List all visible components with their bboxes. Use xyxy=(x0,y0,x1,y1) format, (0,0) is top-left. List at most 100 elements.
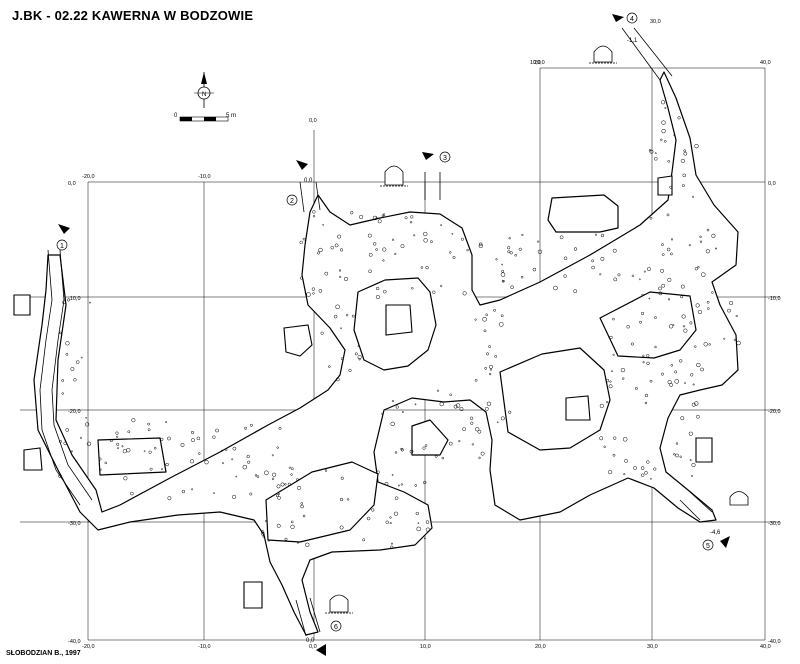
profile-icon xyxy=(380,165,408,187)
debris-dot xyxy=(677,116,681,120)
x-label-bottom: 10,0 xyxy=(420,644,431,650)
debris-dot xyxy=(312,215,316,218)
debris-dot xyxy=(350,211,354,215)
debris-dot xyxy=(600,233,605,238)
debris-dot xyxy=(680,416,685,421)
debris-dot xyxy=(318,247,323,253)
debris-dot xyxy=(196,436,201,441)
y-label-left: -10,0 xyxy=(68,296,81,302)
debris-dot xyxy=(466,248,469,252)
debris-dot xyxy=(622,437,628,442)
debris-dot xyxy=(300,502,304,505)
debris-dot xyxy=(664,106,667,109)
debris-dot xyxy=(488,372,492,376)
debris-dot xyxy=(501,263,504,266)
debris-dot xyxy=(148,450,152,454)
debris-dot xyxy=(661,120,666,125)
debris-dot xyxy=(696,414,700,419)
debris-dot xyxy=(644,471,648,475)
debris-dot xyxy=(660,138,663,141)
debris-dot xyxy=(501,269,505,273)
debris-dot xyxy=(317,251,320,255)
entrance-depth: -4,6 xyxy=(710,530,721,536)
pillar-island xyxy=(411,419,449,456)
debris-dot xyxy=(668,324,674,329)
debris-dot xyxy=(339,525,344,530)
entrance-number: 2 xyxy=(290,198,294,205)
debris-dot xyxy=(358,358,361,361)
debris-dot xyxy=(242,464,248,470)
debris-dot xyxy=(640,311,645,315)
debris-dot xyxy=(290,524,295,529)
debris-dot xyxy=(368,269,372,274)
debris-dot xyxy=(458,440,461,443)
debris-dot xyxy=(320,331,324,335)
map-title: J.BK - 02.22 KAWERNA W BODZOWIE xyxy=(12,8,254,23)
debris-dot xyxy=(509,251,513,255)
debris-dot xyxy=(390,421,395,427)
debris-dot xyxy=(507,250,511,254)
debris-dot xyxy=(335,304,340,310)
debris-dot xyxy=(394,496,399,500)
debris-dot xyxy=(630,342,634,346)
debris-dot xyxy=(287,482,291,486)
debris-dot xyxy=(611,370,613,373)
y-label-right: -40,0 xyxy=(768,639,781,645)
debris-dot xyxy=(409,221,413,224)
debris-dot xyxy=(328,365,331,368)
debris-dot xyxy=(395,405,399,409)
entrance-2: 2 0,0 xyxy=(286,160,313,206)
debris-dot xyxy=(706,228,710,232)
debris-dot xyxy=(284,483,287,486)
debris-dot xyxy=(646,460,650,464)
debris-dot xyxy=(123,476,128,481)
debris-dot xyxy=(723,337,726,340)
debris-dot xyxy=(391,474,394,476)
debris-dot xyxy=(160,437,164,441)
debris-dot xyxy=(354,352,358,356)
debris-dot xyxy=(573,247,578,251)
debris-dot xyxy=(375,248,378,251)
debris-dot xyxy=(371,508,375,512)
x-label-top: -20,0 xyxy=(82,174,95,180)
debris-dot xyxy=(640,466,645,470)
debris-dot xyxy=(70,367,75,371)
debris-dot xyxy=(249,423,253,427)
debris-dot xyxy=(661,372,664,376)
debris-dot xyxy=(153,446,157,450)
debris-dot xyxy=(384,481,389,486)
debris-dot xyxy=(642,354,645,357)
debris-dot xyxy=(729,300,734,306)
debris-dot xyxy=(672,324,675,327)
debris-dot xyxy=(692,383,695,386)
debris-dot xyxy=(423,537,426,540)
debris-dot xyxy=(63,441,67,445)
debris-dot xyxy=(127,430,131,434)
debris-dot xyxy=(297,542,299,544)
debris-dot xyxy=(474,378,478,382)
debris-dot xyxy=(451,232,454,235)
debris-dot xyxy=(345,314,349,317)
debris-dot xyxy=(706,300,710,304)
debris-dot xyxy=(324,469,328,472)
debris-dot xyxy=(563,256,568,261)
debris-dot xyxy=(368,252,373,257)
debris-dot xyxy=(244,426,248,430)
debris-dot xyxy=(423,231,428,237)
debris-dot xyxy=(658,291,663,296)
debris-dot xyxy=(653,467,657,471)
debris-dot xyxy=(697,266,700,269)
entrance-arrow-icon xyxy=(316,644,326,656)
debris-dot xyxy=(679,455,682,458)
debris-dot xyxy=(383,289,387,294)
debris-dot xyxy=(126,448,131,453)
debris-dot xyxy=(612,353,615,356)
debris-dot xyxy=(699,235,702,238)
debris-dot xyxy=(116,442,120,446)
debris-dot xyxy=(688,244,691,247)
debris-dot xyxy=(646,361,650,366)
debris-dot xyxy=(394,451,398,454)
debris-dot xyxy=(400,447,403,451)
debris-dot xyxy=(391,542,393,545)
debris-dot xyxy=(591,259,594,263)
